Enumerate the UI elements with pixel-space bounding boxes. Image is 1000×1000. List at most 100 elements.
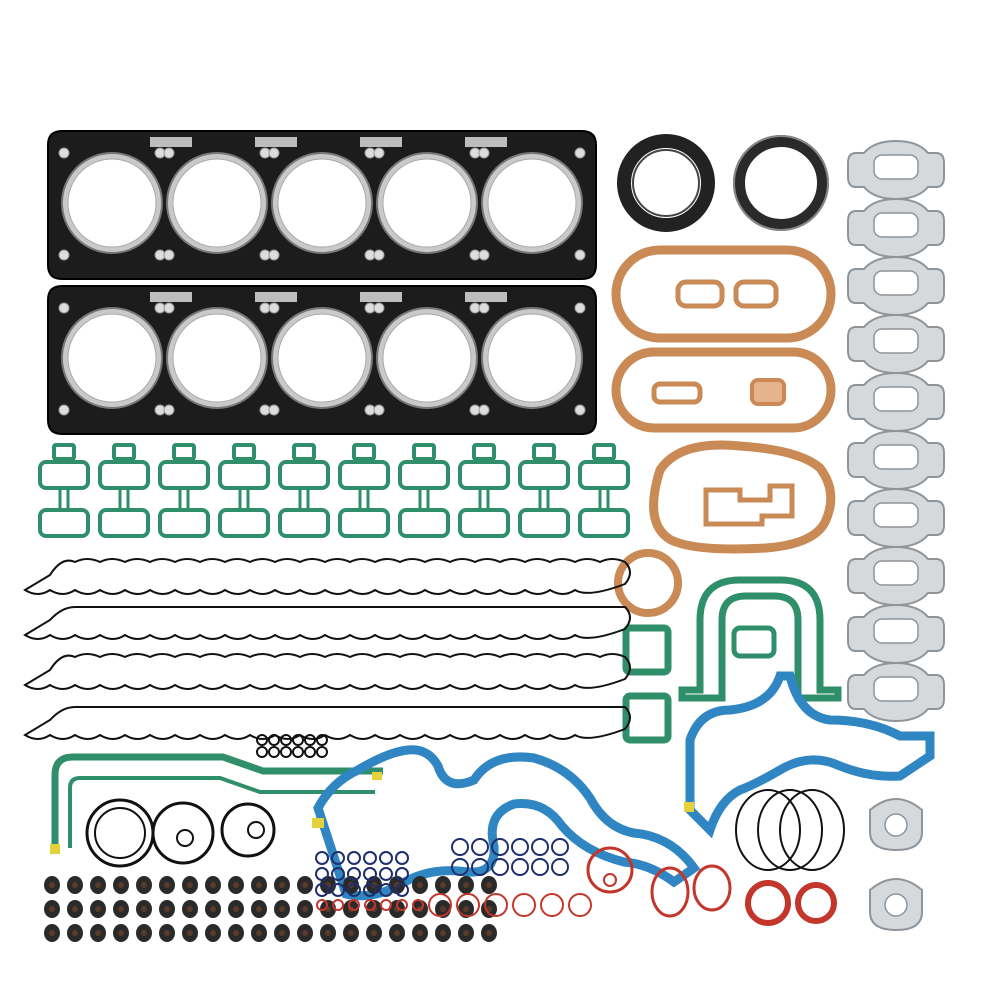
small-oring [363, 867, 377, 881]
steel-exhaust-gasket [847, 487, 945, 549]
green-square-gaskets [622, 624, 672, 744]
small-oring [412, 899, 424, 911]
small-oring [280, 734, 292, 746]
small-oring [395, 851, 409, 865]
small-oring [551, 838, 569, 856]
small-oring [511, 838, 529, 856]
small-oring [364, 899, 376, 911]
small-oring [363, 851, 377, 865]
valve-cover-gaskets [23, 558, 631, 740]
small-oring [471, 858, 489, 876]
valve-stem-seals [44, 876, 497, 942]
small-oring [256, 746, 268, 758]
liner-seal-rings [735, 789, 845, 871]
triangle-steel-gaskets [869, 798, 923, 932]
green-intake-gasket [578, 443, 630, 538]
crankshaft-seal-2 [733, 135, 829, 231]
green-intake-gasket [218, 443, 270, 538]
small-oring [531, 858, 549, 876]
small-oring [316, 746, 328, 758]
small-oring [484, 893, 508, 917]
small-oring [256, 734, 268, 746]
small-oring [331, 883, 345, 897]
small-oring [491, 858, 509, 876]
intake-port-gaskets [38, 443, 630, 538]
head-gasket [47, 130, 597, 280]
small-oring [512, 893, 536, 917]
small-oring [531, 838, 549, 856]
small-oring [451, 838, 469, 856]
small-oring [396, 899, 408, 911]
steel-exhaust-gasket [847, 429, 945, 491]
green-intake-gasket [458, 443, 510, 538]
green-rail-gasket [50, 753, 383, 854]
small-oring [395, 867, 409, 881]
small-oring [315, 851, 329, 865]
green-cover-gasket [678, 576, 842, 702]
steel-exhaust-gasket [847, 255, 945, 317]
steel-exhaust-gasket [847, 197, 945, 259]
head-gasket [47, 285, 597, 435]
small-oring [379, 867, 393, 881]
small-oring [347, 851, 361, 865]
small-oring [315, 867, 329, 881]
small-oring [280, 746, 292, 758]
green-intake-gasket [278, 443, 330, 538]
steel-exhaust-gasket [847, 545, 945, 607]
small-oring [428, 893, 452, 917]
steel-exhaust-gasket [847, 661, 945, 723]
green-intake-gasket [518, 443, 570, 538]
small-oring [451, 858, 469, 876]
small-oring [551, 858, 569, 876]
small-oring [347, 867, 361, 881]
small-oring [292, 734, 304, 746]
small-oring [363, 883, 377, 897]
small-oring [379, 883, 393, 897]
small-oring [316, 899, 328, 911]
small-oring [540, 893, 564, 917]
small-oring [491, 838, 509, 856]
small-oring [348, 899, 360, 911]
front-cover-gasket [649, 440, 836, 554]
exhaust-manifold-gaskets [847, 139, 945, 723]
green-intake-gasket [38, 443, 90, 538]
cylinder-head-gaskets [47, 130, 597, 435]
valve-cover-gasket [23, 558, 631, 595]
small-oring [456, 893, 480, 917]
blue-rear-gasket [684, 671, 935, 839]
green-intake-gasket [398, 443, 450, 538]
small-oring [347, 883, 361, 897]
small-oring [316, 734, 328, 746]
small-oring [304, 746, 316, 758]
small-oring [395, 883, 409, 897]
small-oring [292, 746, 304, 758]
small-oring [568, 893, 592, 917]
small-oring [331, 867, 345, 881]
steel-exhaust-gasket [847, 139, 945, 201]
green-intake-gasket [98, 443, 150, 538]
valve-cover-gasket [23, 653, 631, 690]
red-seal-rings [586, 846, 837, 926]
small-oring [379, 851, 393, 865]
small-oring [304, 734, 316, 746]
large-orings [85, 798, 276, 868]
small-oring [268, 746, 280, 758]
steel-exhaust-gasket [847, 371, 945, 433]
small-oring [380, 899, 392, 911]
small-oring [511, 858, 529, 876]
round-copper-gasket [614, 549, 682, 617]
small-oring [332, 899, 344, 911]
green-intake-gasket [338, 443, 390, 538]
small-oring [331, 851, 345, 865]
oil-cooler-gasket-2 [611, 347, 836, 433]
small-oring [315, 883, 329, 897]
green-intake-gasket [158, 443, 210, 538]
oil-cooler-gasket [611, 245, 836, 343]
crankshaft-seal [617, 134, 715, 232]
small-oring [268, 734, 280, 746]
blue-timing-gasket [312, 745, 701, 901]
steel-exhaust-gasket [847, 603, 945, 665]
steel-exhaust-gasket [847, 313, 945, 375]
valve-cover-gasket [23, 706, 631, 740]
